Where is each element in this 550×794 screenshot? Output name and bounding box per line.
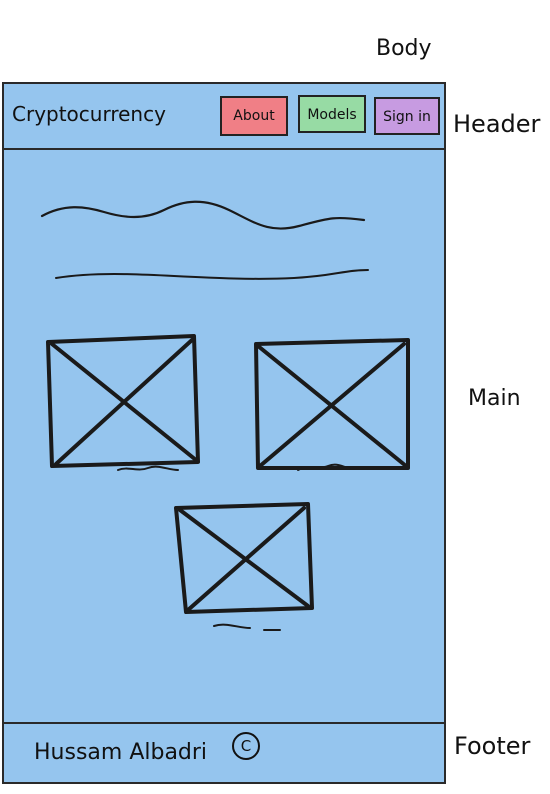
annotation-main: Main (468, 386, 521, 411)
annotation-header: Header (453, 110, 541, 138)
image-placeholder-3 (174, 502, 314, 614)
annotation-body: Body (376, 36, 432, 61)
footer-author: Hussam Albadri (34, 740, 208, 765)
header-section: Cryptocurrency About Models Sign in (4, 84, 444, 150)
models-button[interactable]: Models (298, 95, 366, 133)
page-frame: Cryptocurrency About Models Sign in (2, 82, 446, 784)
main-section (4, 150, 444, 722)
sign-in-button[interactable]: Sign in (374, 97, 440, 135)
image-caption-3-line (213, 623, 281, 631)
image-caption-2-line (297, 463, 351, 471)
image-placeholder-2 (254, 338, 410, 470)
annotation-footer: Footer (454, 732, 531, 760)
site-title: Cryptocurrency (12, 102, 166, 126)
about-button[interactable]: About (220, 96, 288, 136)
footer-section: Hussam Albadri C (4, 722, 444, 782)
heading-placeholder-line (40, 200, 366, 230)
image-caption-1-line (117, 465, 179, 471)
copyright-icon: C (232, 732, 260, 760)
image-placeholder-1 (46, 334, 200, 468)
main-wireframe-sketch (40, 200, 410, 631)
subheading-placeholder-line (55, 269, 369, 280)
